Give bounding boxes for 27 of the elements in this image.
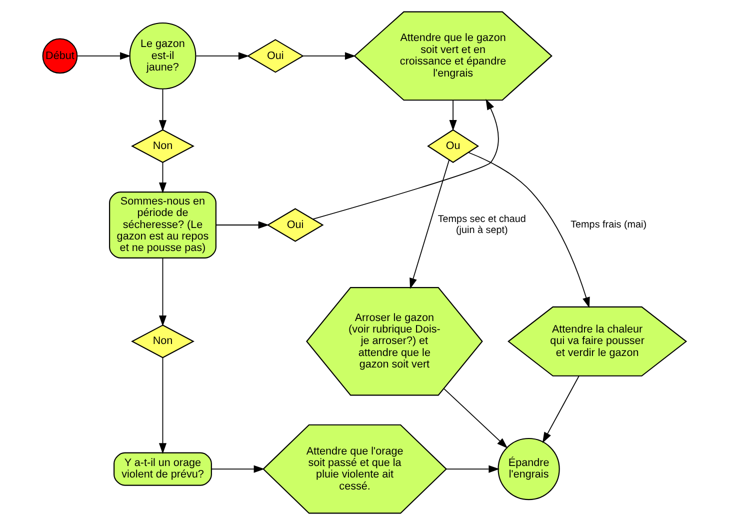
node-diamond: Non: [131, 129, 194, 163]
node-box: Y a-t-il un orage violent de prévu?: [114, 452, 212, 486]
arrow: [468, 152, 590, 308]
arrow: [158, 162, 167, 194]
arrow: [410, 160, 450, 289]
arrow: [158, 357, 167, 454]
arrow: [542, 376, 580, 444]
arrow: [312, 98, 499, 220]
node-diamond: Oui: [266, 208, 324, 242]
arrow: [196, 52, 250, 60]
node-diamond: Ou: [427, 129, 480, 163]
edge-label: Temps frais (mai): [570, 220, 647, 231]
node-circle: Début: [42, 38, 78, 74]
arrow: [211, 465, 265, 473]
arrow: [302, 52, 356, 60]
node-circle: Le gazon est-il jaune?: [129, 22, 196, 90]
arrow: [158, 88, 167, 131]
node-box: Sommes-nous en période de sécheresse? (Le gazon est au repos et ne pousse pas): [109, 192, 216, 258]
arrow: [446, 465, 500, 473]
node-diamond: Oui: [246, 39, 304, 73]
arrow: [216, 221, 270, 229]
edge-label: Temps sec et chaud (juin à sept): [438, 214, 526, 236]
arrow: [77, 52, 131, 60]
arrow: [444, 388, 508, 448]
arrow: [449, 100, 457, 131]
arrow: [158, 258, 167, 326]
node-diamond: Non: [131, 324, 194, 358]
